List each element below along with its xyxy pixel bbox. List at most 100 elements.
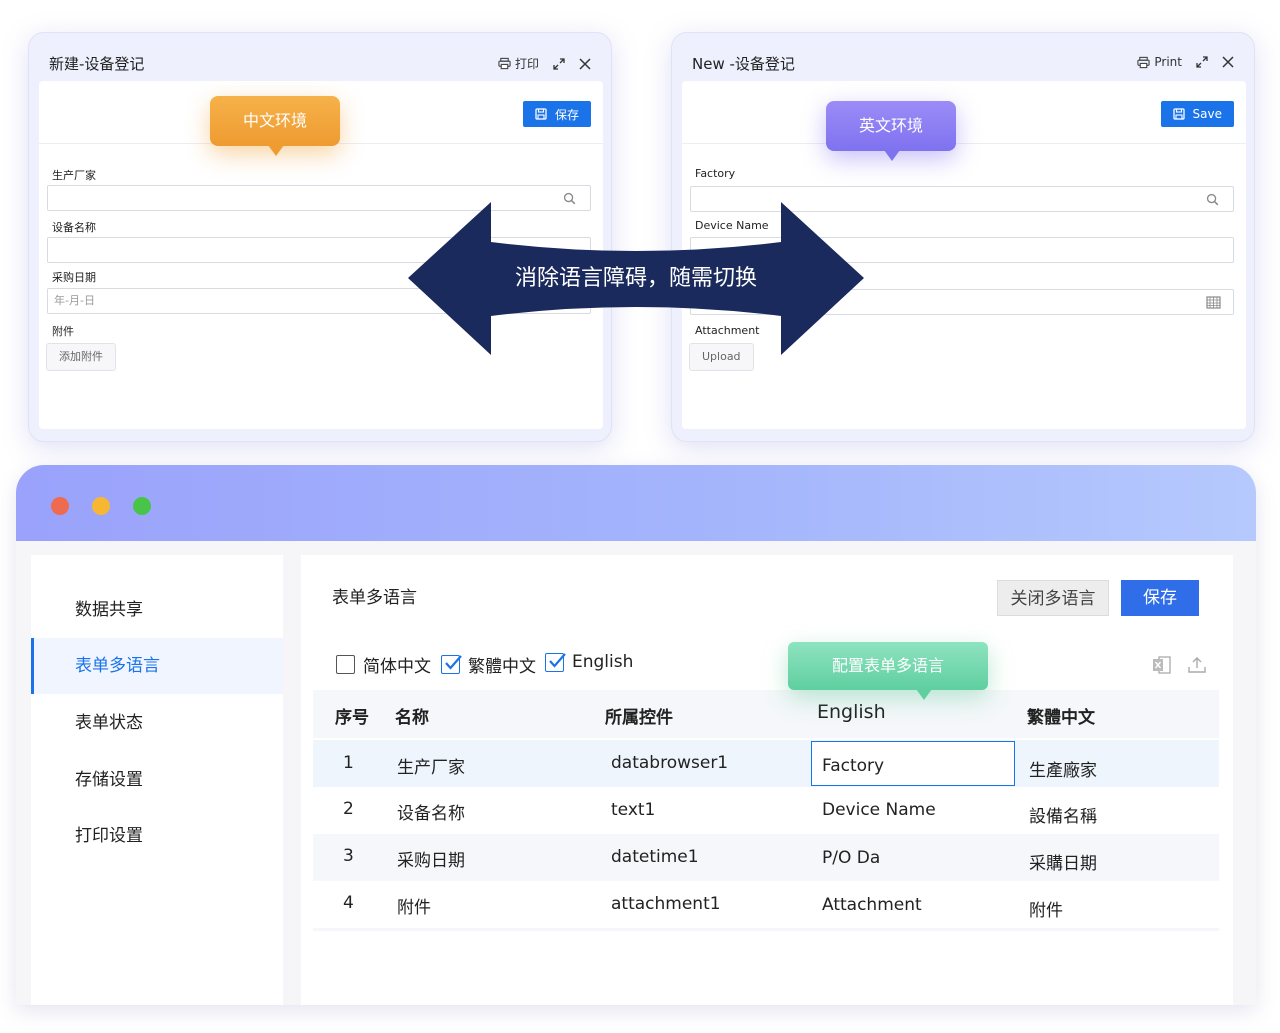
save-icon xyxy=(535,108,547,120)
sidebar-item-storage-settings[interactable]: 存储设置 xyxy=(75,770,143,790)
cell-control: databrowser1 xyxy=(611,753,729,773)
dialog-toolbar: 打印 xyxy=(498,55,591,72)
panel-title: 表单多语言 xyxy=(332,588,417,608)
arrow-caption: 消除语言障碍，随需切换 xyxy=(514,266,757,291)
cell-name: 采购日期 xyxy=(397,851,465,871)
lang-option-english[interactable]: English xyxy=(545,652,633,672)
header-name: 名称 xyxy=(395,708,429,728)
header-control: 所属控件 xyxy=(605,708,673,728)
save-button[interactable]: 保存 xyxy=(1121,580,1199,616)
header-english: English xyxy=(817,701,886,723)
date-placeholder: 年-月-日 xyxy=(54,294,95,307)
cell-index: 4 xyxy=(343,893,354,913)
settings-window: 数据共享 表单多语言 表单状态 存储设置 打印设置 表单多语言 关闭多语言 保存… xyxy=(16,465,1256,1005)
english-environment-tag: 英文环境 xyxy=(826,101,956,161)
chinese-environment-tag: 中文环境 xyxy=(210,96,340,156)
sidebar-item-form-status[interactable]: 表单状态 xyxy=(75,713,143,733)
cell-name: 生产厂家 xyxy=(397,758,465,778)
close-multilanguage-button[interactable]: 关闭多语言 xyxy=(997,580,1109,616)
save-label: Save xyxy=(1192,107,1222,121)
search-icon xyxy=(1206,193,1219,206)
calendar-icon xyxy=(1206,296,1221,309)
cell-traditional[interactable]: 附件 xyxy=(1029,901,1063,921)
field-label-factory: 生产厂家 xyxy=(52,169,96,182)
double-arrow-icon xyxy=(408,202,864,355)
field-label-factory: Factory xyxy=(695,167,736,180)
configure-multilanguage-tooltip: 配置表单多语言 xyxy=(788,642,988,700)
checkbox-checked[interactable] xyxy=(545,652,566,672)
lang-label: 繁體中文 xyxy=(468,657,536,677)
checkmark-icon xyxy=(549,652,566,668)
cell-english[interactable]: Device Name xyxy=(822,800,936,820)
save-button[interactable]: Save xyxy=(1160,101,1234,127)
save-label: 保存 xyxy=(554,107,579,122)
field-label-attachment: Attachment xyxy=(695,324,760,337)
print-label: Print xyxy=(1154,55,1182,69)
cell-english[interactable]: Attachment xyxy=(822,895,922,915)
checkbox[interactable] xyxy=(336,655,355,674)
upload-button[interactable]: Upload xyxy=(689,343,754,371)
window-minimize-dot[interactable] xyxy=(92,497,110,515)
cell-control: datetime1 xyxy=(611,847,699,867)
cell-traditional: 生產廠家 xyxy=(1029,761,1097,781)
checkmark-icon xyxy=(445,655,462,670)
print-button[interactable]: 打印 xyxy=(498,55,539,72)
cell-index: 3 xyxy=(343,846,354,866)
expand-icon[interactable] xyxy=(1196,56,1208,68)
cell-traditional[interactable]: 設備名稱 xyxy=(1029,807,1097,827)
printer-icon xyxy=(498,57,511,70)
save-icon xyxy=(1172,108,1185,120)
table-row[interactable]: 4 附件 attachment1 Attachment 附件 xyxy=(313,881,1219,928)
print-label: 打印 xyxy=(514,57,539,71)
cell-name: 附件 xyxy=(397,898,431,918)
divider xyxy=(682,143,1246,144)
print-button[interactable]: Print xyxy=(1137,55,1182,69)
factory-input[interactable] xyxy=(690,186,1234,212)
factory-input[interactable] xyxy=(47,185,591,211)
lang-option-simplified-chinese[interactable]: 简体中文 xyxy=(336,652,431,677)
sidebar-item-print-settings[interactable]: 打印设置 xyxy=(75,826,143,846)
multilanguage-panel: 表单多语言 关闭多语言 保存 简体中文 繁體中文 English 序号 名称 所… xyxy=(301,555,1233,1005)
cell-name: 设备名称 xyxy=(397,804,465,824)
dialog-title: New -设备登记 xyxy=(692,55,795,73)
header-traditional-chinese: 繁體中文 xyxy=(1027,708,1095,728)
cell-index: 1 xyxy=(343,753,354,773)
sidebar-item-form-multilanguage[interactable]: 表单多语言 xyxy=(31,638,283,694)
table-header xyxy=(313,690,1219,738)
lang-label: English xyxy=(572,652,634,672)
cell-english: Factory xyxy=(822,756,885,776)
field-label-device-name: 设备名称 xyxy=(52,221,96,234)
cell-control: attachment1 xyxy=(611,894,721,914)
dialog-title: 新建-设备登记 xyxy=(49,55,145,73)
checkbox-checked[interactable] xyxy=(441,655,462,674)
field-label-attachment: 附件 xyxy=(52,325,74,338)
device-name-input[interactable] xyxy=(47,237,591,263)
expand-icon[interactable] xyxy=(553,57,565,70)
field-label-device-name: Device Name xyxy=(695,219,769,232)
cell-control: text1 xyxy=(611,800,656,820)
lang-label: 简体中文 xyxy=(363,657,431,677)
search-icon xyxy=(563,192,576,205)
table-row[interactable]: 2 设备名称 text1 Device Name 設備名稱 xyxy=(313,787,1219,834)
table-row[interactable]: 1 生产厂家 databrowser1 Factory 生產廠家 xyxy=(313,740,1219,787)
close-icon[interactable] xyxy=(1222,56,1234,68)
printer-icon xyxy=(1137,56,1151,68)
window-close-dot[interactable] xyxy=(51,497,69,515)
field-label-purchase-date: 采购日期 xyxy=(52,271,96,284)
save-button[interactable]: 保存 xyxy=(522,101,591,127)
lang-option-traditional-chinese[interactable]: 繁體中文 xyxy=(441,652,536,677)
header-index: 序号 xyxy=(335,708,369,728)
window-maximize-dot[interactable] xyxy=(133,497,151,515)
sidebar: 数据共享 表单多语言 表单状态 存储设置 打印设置 xyxy=(31,555,283,1005)
table-row[interactable]: 3 采购日期 datetime1 P/O Da 采購日期 xyxy=(313,834,1219,881)
cell-english[interactable]: P/O Da xyxy=(822,848,881,868)
excel-icon[interactable] xyxy=(1152,655,1172,675)
upload-icon[interactable] xyxy=(1187,655,1207,675)
table-bottom xyxy=(313,928,1219,931)
english-cell-input[interactable]: Factory xyxy=(811,741,1015,786)
dialog-toolbar: Print xyxy=(1137,55,1234,69)
close-icon[interactable] xyxy=(579,57,591,70)
cell-traditional[interactable]: 采購日期 xyxy=(1029,854,1097,874)
sidebar-item-data-sharing[interactable]: 数据共享 xyxy=(75,600,143,620)
add-attachment-button[interactable]: 添加附件 xyxy=(46,343,116,371)
